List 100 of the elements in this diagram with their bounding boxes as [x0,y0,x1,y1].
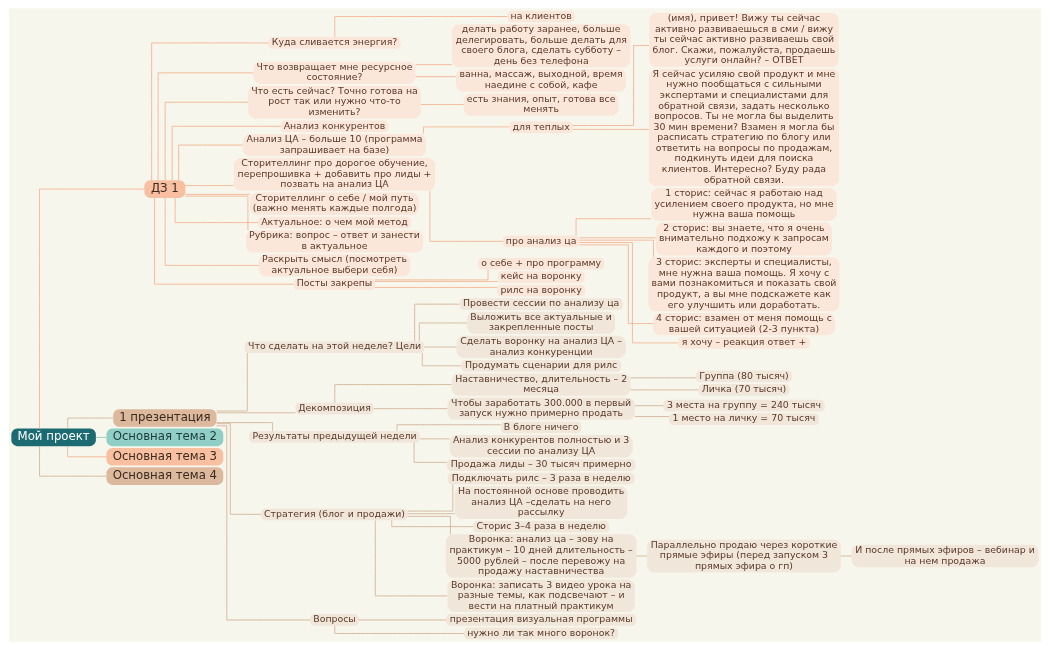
node-box: 3 сторис: эксперты и специалисты, мне нужна ваша помощь. Я хочу с вами познакомиться и показать свой продукт, а вы мне подскажете как его улучшить или доработать. [648,257,840,312]
node-box: Декомпозиция [295,402,374,415]
node-box: 3 места на группу = 240 тысяч [663,399,825,412]
connector [630,389,699,391]
node-box: Наставничество, длительность – 2 месяца [451,373,631,396]
connector [216,423,262,515]
connector [634,416,670,417]
connector [424,346,457,348]
node-box: Я сейчас усиляю свой продукт и мне нужно пообщаться с сильными экспертами и специалистами для обратной связи, задать несколько вопросов. Ты не могла бы выделить 30 мин времени? Взамен я могла бы расписать стратегию по блогу или ответить на вопросы по продажам, подкинуть идеи для поиска клиентов. Интересно? Буду рада обратной связи. [648,68,840,187]
node-box: кейс на воронку [497,271,585,284]
node-box: Личка (70 тысяч) [698,384,790,396]
connector [171,125,282,181]
node-box: про анализ ца [503,235,580,248]
node-box: Основная тема 4 [106,467,224,485]
connector [185,194,251,195]
node-box: Анализ ЦА – больше 10 (программа запрашивает на базе) [242,133,427,157]
node-box: Стратегия (блог и продажи) [261,508,408,521]
node-box: Анализ конкурентов полностью и 3 сессии по анализу ЦА [449,435,633,458]
connector [579,237,657,239]
node-box: Подключать рилс – 3 раза в неделю [447,472,635,485]
node-box: Основная тема 2 [106,428,224,447]
connector [572,129,650,130]
connector [391,519,474,527]
connector [415,64,453,65]
connector [185,195,249,231]
node-box: Сторис 3–4 раза в неделю [473,520,610,533]
connector [154,197,295,285]
connector [579,244,654,324]
connector [157,72,254,181]
connector [423,126,510,135]
connector [429,190,504,242]
connector [358,619,447,621]
node-box: Чтобы заработать 300.000 в первый запуск нужно примерно продать [447,397,635,420]
node-box: 1 сторис: сейчас я работаю над усилением своего продукта, но мне нужна ваша помощь [651,187,837,221]
node-box: Провести сессии по анализу ца [459,298,623,311]
connector [334,16,508,38]
connector [164,197,260,266]
node-box: Выложить все актуальные и закрепленные посты [467,311,616,335]
connector [374,269,489,281]
connector [407,513,456,515]
node-box: В блоге ничего [500,421,582,434]
node-box: Мой проект [11,428,96,447]
node-box: Сделать воронку на анализ ЦА – анализ конкуренции [456,335,626,359]
node-box: Воронка: анализ ца – зову на практикум – 10 дней длительность – 5000 рублей – после перевожу на продажу наставничества [445,534,637,578]
connector [636,555,648,557]
node-box: Рубрика: вопрос – ответ и занести в актуальное [245,230,424,253]
node-box: Группа (80 тысяч) [696,370,792,383]
node-box: Продумать сценарии для рилс [461,359,621,372]
node-box: (имя), привет! Вижу ты сейчас активно развиваешься в сми / вижу ты сейчас активно развиваешь свой блог. Скажи, пожалуйста, продаешь услуги онлайн? – ОТВЕТ [649,13,839,67]
node-box: Что возвращает мне ресурсное состояние? [253,61,416,84]
connector [151,42,269,181]
connector [216,412,296,414]
node-box: И после прямых эфиров – вебинар и на нем продажа [851,544,1039,568]
node-box: Вопросы [310,614,359,626]
node-box: Воронка: записать 3 видео урока на разные темы, как подсвечают – и вести на платный практикум [447,579,635,613]
connector [407,484,454,512]
node-box: ДЗ 1 [144,180,186,198]
connector [164,101,249,181]
connector [334,384,452,403]
node-box: на клиентов [507,10,575,23]
connector [334,625,465,634]
connector [396,424,502,432]
node-box: 2 сторис: вы знаете, что я очень внимательно подхожу к запросам каждого и поэтому [655,222,832,256]
node-box: о себе + про программу [478,257,605,270]
connector [414,303,460,342]
node-box: Основная тема 3 [106,448,224,466]
node-box: На постоянной основе проводить анализ ЦА –сделать на него рассылку [454,486,628,519]
connector [418,322,468,342]
connector [630,377,697,379]
node-box: 4 сторис: взамен от меня помощь с вашей ситуацией (2-3 пункта) [652,312,835,336]
connector [67,417,114,429]
node-box: 1 место на личку = 70 тысяч [669,413,819,426]
node-box: Что сделать на этой неделе? Цели [244,341,425,353]
connector [575,218,652,236]
node-box: Актуальное: о чем мой метод [258,216,411,229]
connector [174,197,259,223]
node-box: презентация визуальная программы [446,614,636,626]
connector [840,555,852,557]
node-box: Продажа лиды – 30 тысяч примерно [446,459,636,471]
node-box: я хочу – реакция ответ + [678,337,810,349]
node-box: 1 презентация [113,409,217,427]
connector [39,446,107,477]
connector [374,287,498,288]
node-box: Сторителлинг про дорогое обучение, перепрошивка + добавить про лиды + позвать на анализ ЦА [233,158,436,191]
connector [216,352,248,412]
connector [373,408,448,409]
connector [374,281,498,282]
connector [407,516,451,535]
node-box: Параллельно продаю через короткие прямые эфиры (перед запуском 3 прямых эфира о гп) [647,539,841,573]
connector [419,438,450,440]
connector [420,104,464,105]
node-box: Раскрыть смысл (посмотреть актуальное выбери себя) [258,254,411,277]
connector [579,239,654,258]
connector [216,425,311,621]
node-box: нужно ли так много воронок? [464,627,619,640]
node-box: Анализ конкурентов [280,120,389,133]
connector [185,185,235,186]
node-box: рилс на воронку [497,284,586,297]
node-box: Что есть сейчас? Точно готова на рост так или нужно что-то изменить? [248,85,421,119]
connector [67,446,107,458]
